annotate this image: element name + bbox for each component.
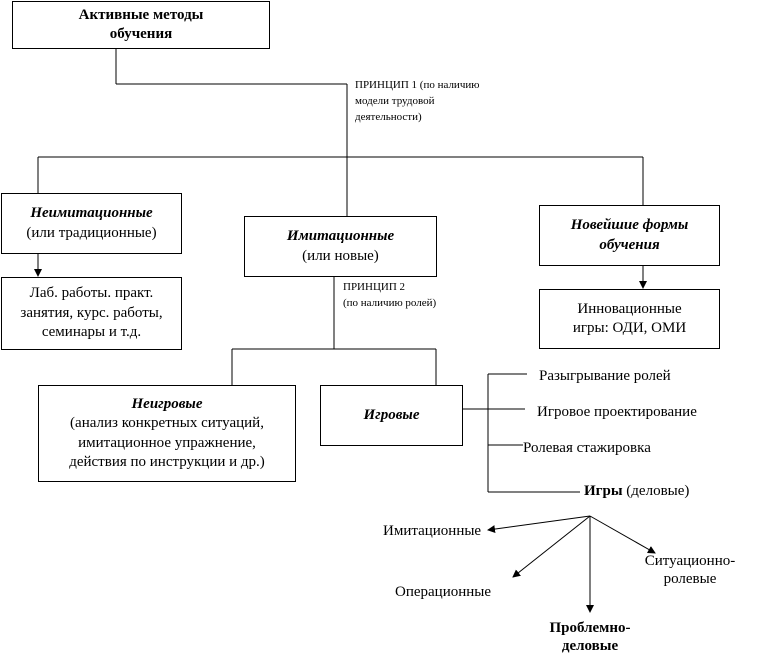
nongame-line3: действия по инструкции и др.) (69, 454, 265, 470)
game-box: Игровые (320, 385, 463, 446)
situational-line1: Ситуационно- (644, 553, 736, 569)
neimit-examples-box: Лаб. работы. практ. занятия, курс. работ… (1, 277, 182, 350)
root-line2: обучения (109, 26, 173, 42)
business-game-situational: Ситуационно- ролевые (640, 552, 740, 588)
innovative-line1: Инновационные (577, 300, 682, 317)
game-type-internship: Ролевая стажировка (523, 440, 651, 456)
neimit-sub: (или традиционные) (26, 224, 157, 241)
neimit-examples-line1: Лаб. работы. практ. (29, 285, 154, 302)
principle1-line1: ПРИНЦИП 1 (по наличию (355, 79, 480, 91)
problem-line2: деловые (561, 638, 619, 654)
business-game-problem: Проблемно- деловые (535, 619, 645, 655)
game-type-games-rest: (деловые) (626, 483, 690, 499)
root-box: Активные методы обучения (12, 1, 270, 49)
newest-line2: обучения (599, 236, 660, 253)
nongame-box: Неигровые (анализ конкретных ситуаций, и… (38, 385, 296, 482)
business-game-operational: Операционные (395, 584, 492, 600)
principle2-line2: (по наличию ролей) (343, 296, 437, 309)
game-type-games: Игры (деловые) (584, 482, 689, 500)
neimit-examples-line3: семинары и т.д. (41, 324, 142, 341)
arrow-to-situational (589, 515, 656, 554)
neimit-title: Неимитационные (30, 205, 153, 221)
game-title: Игровые (363, 406, 420, 423)
imit-sub: (или новые) (302, 247, 379, 264)
neimit-examples-line2: занятия, курс. работы, (20, 304, 163, 321)
neimit-box: Неимитационные (или традиционные) (1, 193, 182, 254)
principle2-line1: ПРИНЦИП 2 (343, 281, 406, 293)
game-type-games-bold: Игры (584, 483, 623, 499)
innovative-box: Инновационные игры: ОДИ, ОМИ (539, 289, 720, 349)
nongame-title: Неигровые (131, 395, 203, 412)
game-type-role-play: Разыгрывание ролей (539, 368, 671, 384)
principle1-line3: деятельности) (355, 110, 422, 123)
problem-line1: Проблемно- (549, 620, 631, 636)
imit-title: Имитационные (286, 228, 395, 244)
imit-box: Имитационные (или новые) (244, 216, 437, 277)
principle1-label: ПРИНЦИП 1 (по наличию модели трудовой де… (355, 78, 479, 126)
nongame-line1: (анализ конкретных ситуаций, (70, 415, 264, 431)
newest-line1: Новейшие формы (570, 217, 689, 233)
root-line1: Активные методы (78, 6, 204, 23)
newest-box: Новейшие формы обучения (539, 205, 720, 266)
innovative-line2: игры: ОДИ, ОМИ (572, 320, 687, 336)
arrow-to-imitational (487, 515, 591, 534)
game-type-design: Игровое проектирование (537, 404, 697, 420)
principle2-label: ПРИНЦИП 2 (по наличию ролей) (343, 280, 436, 312)
arrow-to-operational (512, 515, 591, 578)
principle1-line2: модели трудовой (355, 94, 435, 107)
business-game-imitational: Имитационные (383, 523, 482, 539)
situational-line2: ролевые (663, 571, 717, 587)
nongame-line2: имитационное упражнение, (78, 434, 256, 451)
